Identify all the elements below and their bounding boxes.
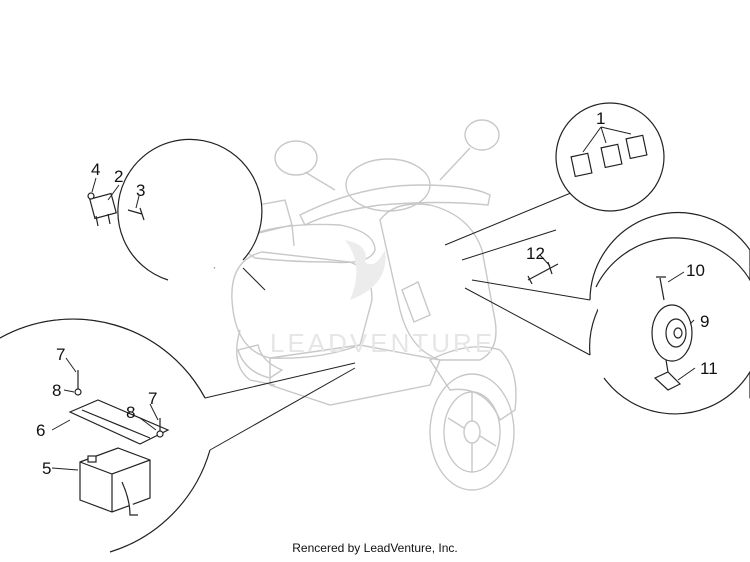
callout-3: 3 <box>136 181 145 200</box>
callout-labels: 1 2 3 4 5 6 7 8 7 8 9 10 11 12 <box>36 109 718 478</box>
callout-2: 2 <box>114 167 123 186</box>
callout-8-left: 8 <box>52 381 61 400</box>
screw-part <box>127 207 145 221</box>
bolt-part <box>527 254 559 285</box>
relay-part <box>600 143 623 169</box>
callout-9: 9 <box>700 312 709 331</box>
callout-12: 12 <box>526 244 545 263</box>
callout-7-right: 7 <box>148 389 157 408</box>
callout-10: 10 <box>686 261 705 280</box>
detail-circle-relays <box>555 102 665 212</box>
detail-circle-battery <box>0 318 211 553</box>
scooter-outline <box>231 119 517 491</box>
detail-circle-horn <box>589 211 750 415</box>
relay-part <box>570 152 593 178</box>
callout-8-right: 8 <box>126 403 135 422</box>
callout-4: 4 <box>91 160 100 179</box>
support-part <box>68 399 170 445</box>
callout-1: 1 <box>596 109 605 128</box>
callout-6: 6 <box>36 421 45 440</box>
relay-part <box>625 134 648 160</box>
footer-credit: Rencered by LeadVenture, Inc. <box>292 541 458 555</box>
bracket-part <box>653 359 682 391</box>
watermark-text: LEADVENTURE <box>270 328 495 358</box>
relay-part <box>89 192 117 220</box>
callout-11: 11 <box>700 359 718 378</box>
detail-circle-relay <box>87 138 263 281</box>
callout-5: 5 <box>42 459 51 478</box>
battery-part <box>79 447 151 513</box>
callout-7-left: 7 <box>56 345 65 364</box>
watermark: LEADVENTURE <box>270 240 495 358</box>
washer-part <box>87 192 95 200</box>
screw-part <box>656 276 666 301</box>
